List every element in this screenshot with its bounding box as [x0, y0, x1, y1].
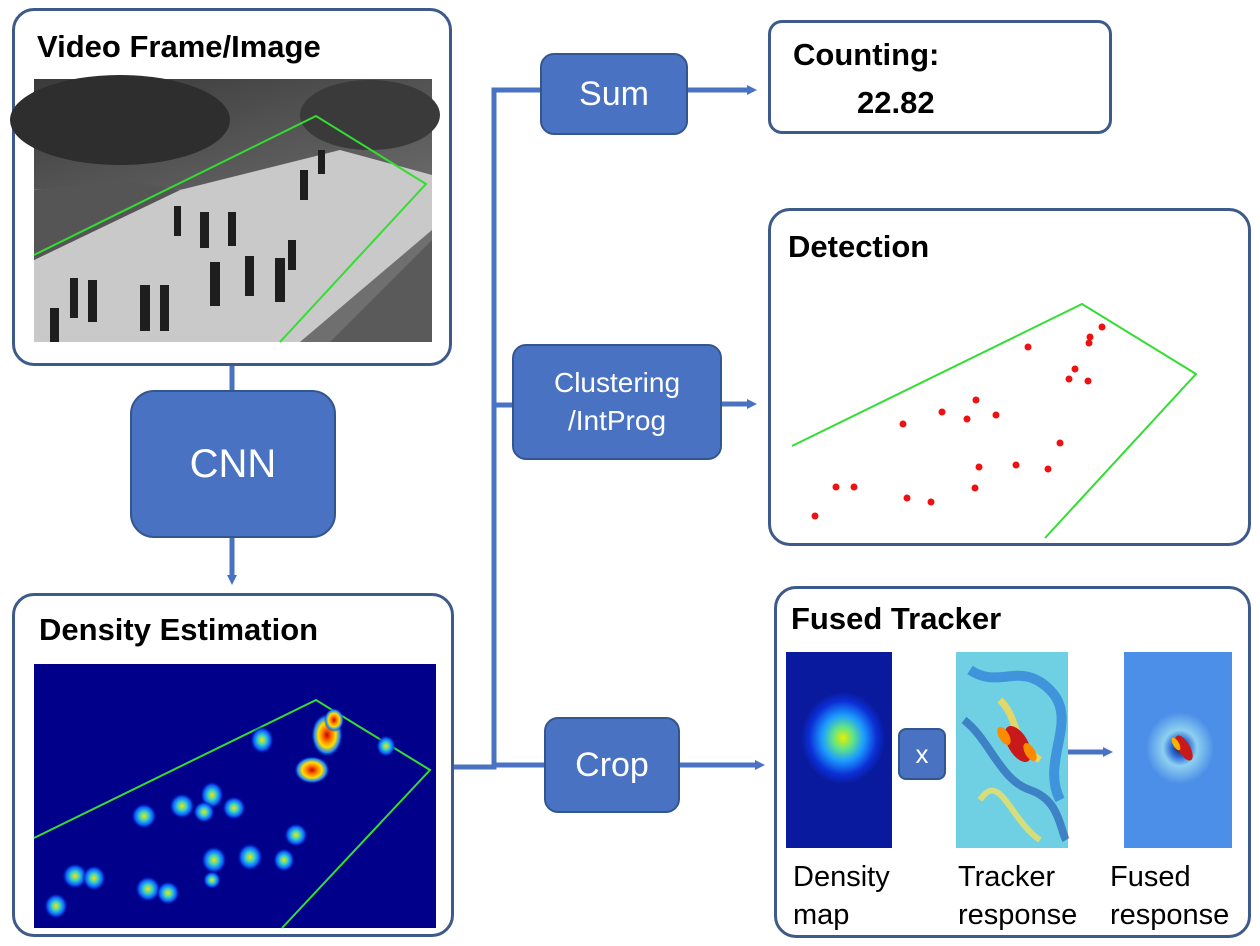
detection-panel: Detection	[768, 208, 1251, 546]
video-frame-title: Video Frame/Image	[37, 29, 321, 64]
fused-response-thumbnail	[1124, 652, 1232, 848]
tracker-response-thumbnail	[956, 652, 1070, 848]
multiply-label: x	[915, 738, 929, 769]
detection-plot	[791, 302, 1198, 539]
fused-tracker-title: Fused Tracker	[791, 601, 1002, 636]
density-map-caption: Density map	[793, 861, 890, 931]
video-frame-image	[10, 75, 440, 343]
cnn-block: CNN	[130, 390, 336, 538]
density-heatmap	[33, 664, 436, 929]
counting-title: Counting:	[793, 37, 940, 72]
sum-block: Sum	[540, 53, 688, 135]
fused-response-caption: Fused response	[1110, 861, 1230, 931]
crop-block: Crop	[544, 717, 680, 813]
crop-label: Crop	[575, 745, 649, 784]
tracker-response-caption: Tracker response	[958, 861, 1078, 931]
density-map-thumbnail	[786, 652, 892, 848]
counting-value: 22.82	[857, 85, 935, 120]
multiply-sign: x	[898, 728, 946, 780]
counting-panel: Counting: 22.82	[768, 20, 1112, 134]
cnn-label: CNN	[189, 441, 277, 486]
sum-label: Sum	[579, 74, 649, 113]
connectors	[227, 85, 1113, 770]
clustering-label: Clustering /IntProg	[553, 367, 681, 436]
detection-title: Detection	[788, 229, 930, 264]
clustering-block: Clustering /IntProg	[512, 344, 722, 460]
density-estimation-title: Density Estimation	[39, 612, 319, 647]
